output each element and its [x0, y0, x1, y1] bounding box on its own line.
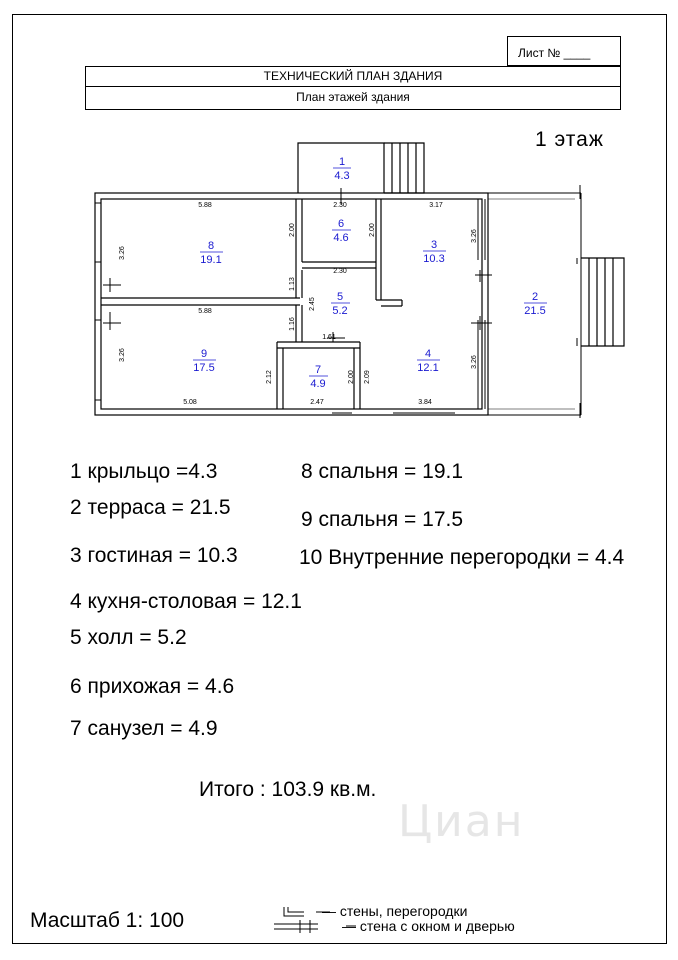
legend-item: 1 крыльцо =4.3: [70, 460, 218, 483]
dimension-label: 2.47: [310, 399, 324, 406]
room-number: 3: [431, 239, 437, 251]
document-subtitle: План этажей здания: [296, 90, 410, 104]
legend-item: 3 гостиная = 10.3: [70, 544, 238, 567]
room-number: 1: [339, 156, 345, 168]
room-area: 10.3: [423, 253, 444, 265]
sheet-number-label: Лист № ____: [518, 46, 591, 60]
dimension-label: 3.26: [471, 355, 478, 369]
title-block: ТЕХНИЧЕСКИЙ ПЛАН ЗДАНИЯ План этажей здан…: [85, 66, 621, 110]
legend-item: 8 спальня = 19.1: [301, 460, 464, 483]
floor-label: 1 этаж: [535, 128, 604, 151]
outer-wall-inner: [100, 198, 483, 410]
dimension-label: 2.12: [266, 370, 273, 384]
dimension-label: 3.26: [119, 348, 126, 362]
room-number: 6: [338, 218, 344, 230]
room-number: 7: [315, 364, 321, 376]
scale-label: Масштаб 1: 100: [30, 909, 185, 932]
dimension-label: 2.00: [369, 223, 376, 237]
drawing-frame: [12, 14, 667, 944]
partition-bath-left: [276, 342, 284, 409]
partition-bath-right: [353, 342, 361, 409]
legend-item: 10 Внутренние перегородки = 4.4: [299, 546, 625, 569]
room-area: 21.5: [524, 305, 545, 317]
dimension-label: 3.26: [119, 246, 126, 260]
room-area: 17.5: [193, 362, 214, 374]
room-area: 19.1: [200, 254, 221, 266]
partition-room8-room9: [101, 297, 300, 306]
dimension-label: 3.17: [429, 202, 443, 209]
legend-item: 9 спальня = 17.5: [301, 508, 464, 531]
dimension-label: 1.61: [322, 334, 336, 341]
terrace-stairs: [581, 257, 625, 347]
room-area: 4.9: [310, 378, 325, 390]
document-title: ТЕХНИЧЕСКИЙ ПЛАН ЗДАНИЯ: [86, 67, 620, 87]
watermark-logo: Циан: [398, 796, 525, 847]
dimension-label: 1.16: [289, 317, 296, 331]
outer-wall-outer: [94, 192, 489, 416]
dimension-label: 3.26: [471, 229, 478, 243]
partition-stub: [376, 299, 403, 307]
partition-room6-hall: [302, 261, 376, 269]
room-number: 8: [208, 240, 214, 252]
porch-walls: [297, 142, 385, 193]
legend-item: 7 санузел = 4.9: [70, 717, 218, 740]
total-area: Итого : 103.9 кв.м.: [199, 778, 377, 801]
window-marks: [95, 185, 581, 418]
room-number: 2: [532, 291, 538, 303]
room-area: 4.3: [334, 170, 349, 182]
dimension-label: 3.84: [418, 399, 432, 406]
legend-item: 2 терраса = 21.5: [70, 496, 231, 519]
wall-key-symbols: [274, 907, 356, 933]
room-area: 4.6: [333, 232, 348, 244]
dimension-label: 5.08: [183, 399, 197, 406]
partition-room6-room3: [375, 199, 382, 300]
porch-stairs: [384, 142, 425, 194]
dimension-label: 2.30: [333, 202, 347, 209]
room-number: 5: [337, 291, 343, 303]
dimension-label: 2.09: [364, 370, 371, 384]
partition-bath-top: [277, 341, 360, 349]
legend-item: 4 кухня-столовая = 12.1: [70, 590, 302, 613]
walls: [94, 142, 625, 416]
dimension-label: 1.13: [289, 277, 296, 291]
room-number: 9: [201, 348, 207, 360]
dimension-label: 2.30: [333, 268, 347, 275]
legend-item: 5 холл = 5.2: [70, 626, 187, 649]
dimension-label: 5.88: [198, 308, 212, 315]
room-number: 4: [425, 348, 431, 360]
sheet-number-box: Лист № ____: [507, 36, 621, 66]
terrace-edges: [488, 192, 581, 416]
partition-room8-hall: [295, 199, 303, 298]
room-area: 5.2: [332, 305, 347, 317]
dimension-label: 2.00: [348, 370, 355, 384]
dimension-label: 5.88: [198, 202, 212, 209]
room-area: 12.1: [417, 362, 438, 374]
legend-item: 6 прихожая = 4.6: [70, 675, 235, 698]
terrace-inner-lines: [488, 198, 575, 410]
wall-key-walls: — стены, перегородки: [322, 903, 468, 919]
dimension-label: 2.45: [309, 297, 316, 311]
dimension-label: 2.00: [289, 223, 296, 237]
partition-hall-left: [295, 305, 303, 342]
wall-key-window-wall: — стена с окном и дверью: [342, 918, 515, 934]
